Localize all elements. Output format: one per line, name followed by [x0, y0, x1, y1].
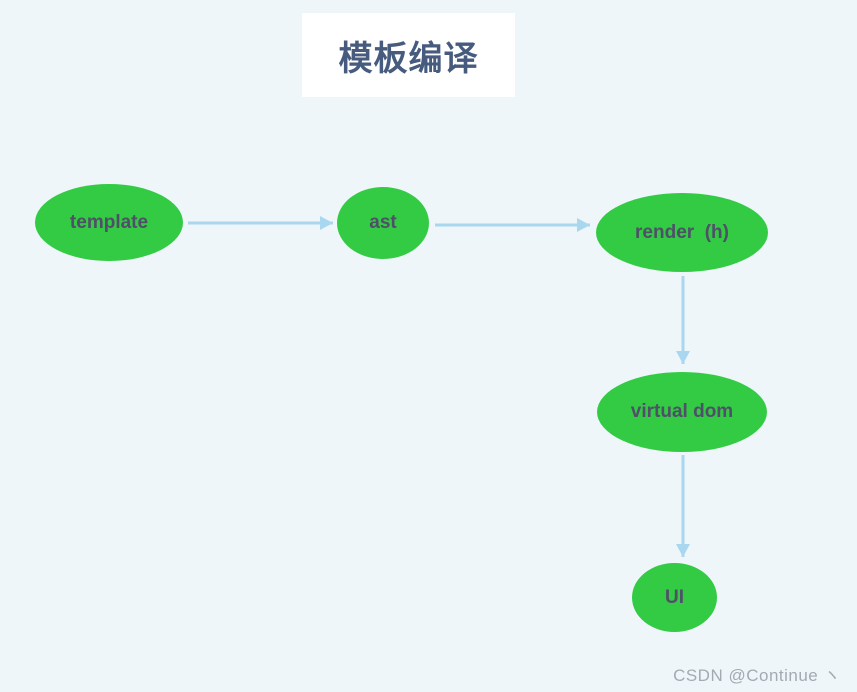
node-virtual-dom-label: virtual dom — [630, 401, 734, 422]
node-ast: ast — [337, 187, 429, 259]
node-render-label: render (h) — [635, 221, 729, 243]
diagram-title: 模板编译 — [338, 39, 479, 78]
node-ui: UI — [632, 563, 717, 632]
node-ui-label: UI — [665, 586, 684, 608]
diagram-title-box: 模板编译 — [302, 13, 515, 97]
node-ast-label: ast — [369, 212, 397, 233]
node-virtual-dom: virtual dom — [597, 372, 767, 452]
node-template: template — [35, 184, 183, 261]
node-template-label: template — [69, 211, 149, 233]
node-render: render (h) — [596, 193, 768, 272]
watermark: CSDN @Continue ヽ — [673, 666, 841, 685]
